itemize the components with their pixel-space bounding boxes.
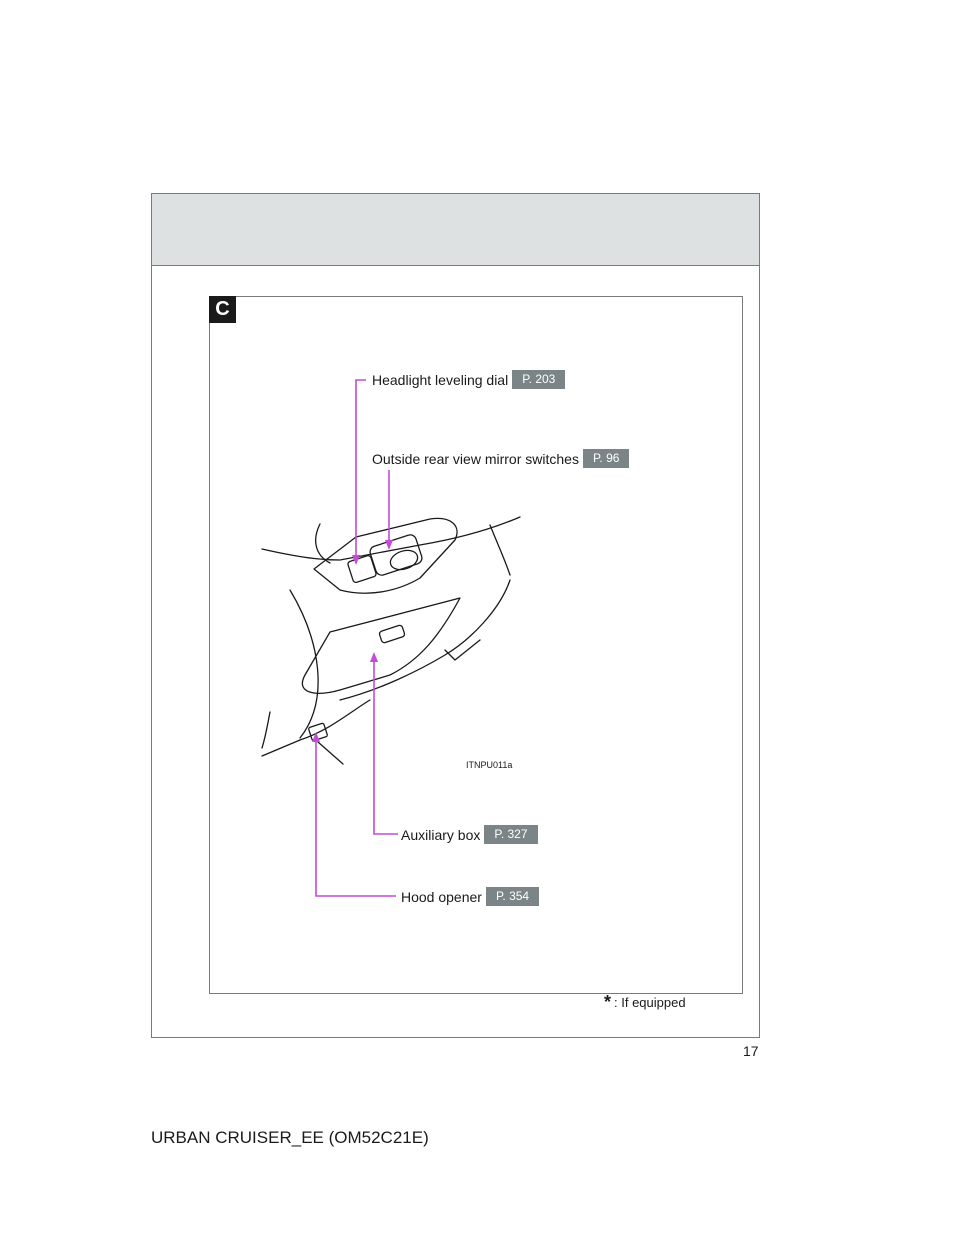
mirror-switch-housing [369, 534, 423, 576]
mirror-switch-knob [389, 549, 419, 571]
dashboard-left-bulge [315, 523, 331, 564]
mirror-callout-label: Outside rear view mirror switches [372, 450, 579, 467]
console-lower-edge [444, 639, 481, 661]
floor-line-left [261, 739, 301, 757]
mirror-callout: Outside rear view mirror switches P. 96 [372, 449, 630, 468]
hood-callout: Hood opener P. 354 [401, 887, 540, 906]
auxiliary-box-outline [301, 597, 461, 694]
page-frame [151, 193, 760, 1038]
knee-panel-line [299, 699, 371, 741]
headlight-callout-line [355, 379, 366, 561]
headlight-arrowhead [352, 555, 360, 565]
auxiliary-arrowhead [370, 652, 378, 662]
console-right-edge [489, 524, 511, 576]
mirror-page-ref[interactable]: P. 96 [582, 449, 630, 468]
hood-opener-lever [308, 722, 328, 742]
headlight-callout: Headlight leveling dial P. 203 [372, 370, 566, 389]
hood-callout-label: Hood opener [401, 888, 482, 905]
side-edge-line [261, 711, 271, 749]
auxiliary-callout-label: Auxiliary box [401, 826, 481, 843]
hood-page-ref[interactable]: P. 354 [485, 887, 540, 906]
aux-box-handle [378, 624, 406, 644]
figure-box [209, 296, 743, 994]
footnote-text: : If equipped [614, 995, 686, 1010]
asterisk-icon: * [604, 992, 612, 1012]
section-tag: C [209, 296, 236, 323]
headlight-callout-label: Headlight leveling dial [372, 371, 509, 388]
headlight-page-ref[interactable]: P. 203 [512, 370, 566, 389]
hood-callout-line [315, 736, 396, 897]
auxiliary-page-ref[interactable]: P. 327 [484, 825, 538, 844]
hood-arrowhead [312, 732, 320, 742]
manual-footer: URBAN CRUISER_EE (OM52C21E) [151, 1128, 429, 1147]
header-band [152, 194, 759, 266]
auxiliary-callout-line [373, 656, 398, 835]
lower-dashboard-curve [289, 589, 319, 739]
dashboard-top-outline [261, 516, 521, 561]
headlight-dial-housing [347, 554, 377, 584]
mirror-arrowhead [385, 540, 393, 550]
auxiliary-callout: Auxiliary box P. 327 [401, 825, 538, 844]
center-panel-outline [313, 517, 458, 594]
floor-line-right [317, 741, 344, 765]
figure-code: ITNPU011a [466, 760, 513, 770]
page-number: 17 [743, 1043, 759, 1059]
footnote: * : If equipped [604, 992, 686, 1012]
lower-dashboard-sweep [339, 579, 511, 701]
